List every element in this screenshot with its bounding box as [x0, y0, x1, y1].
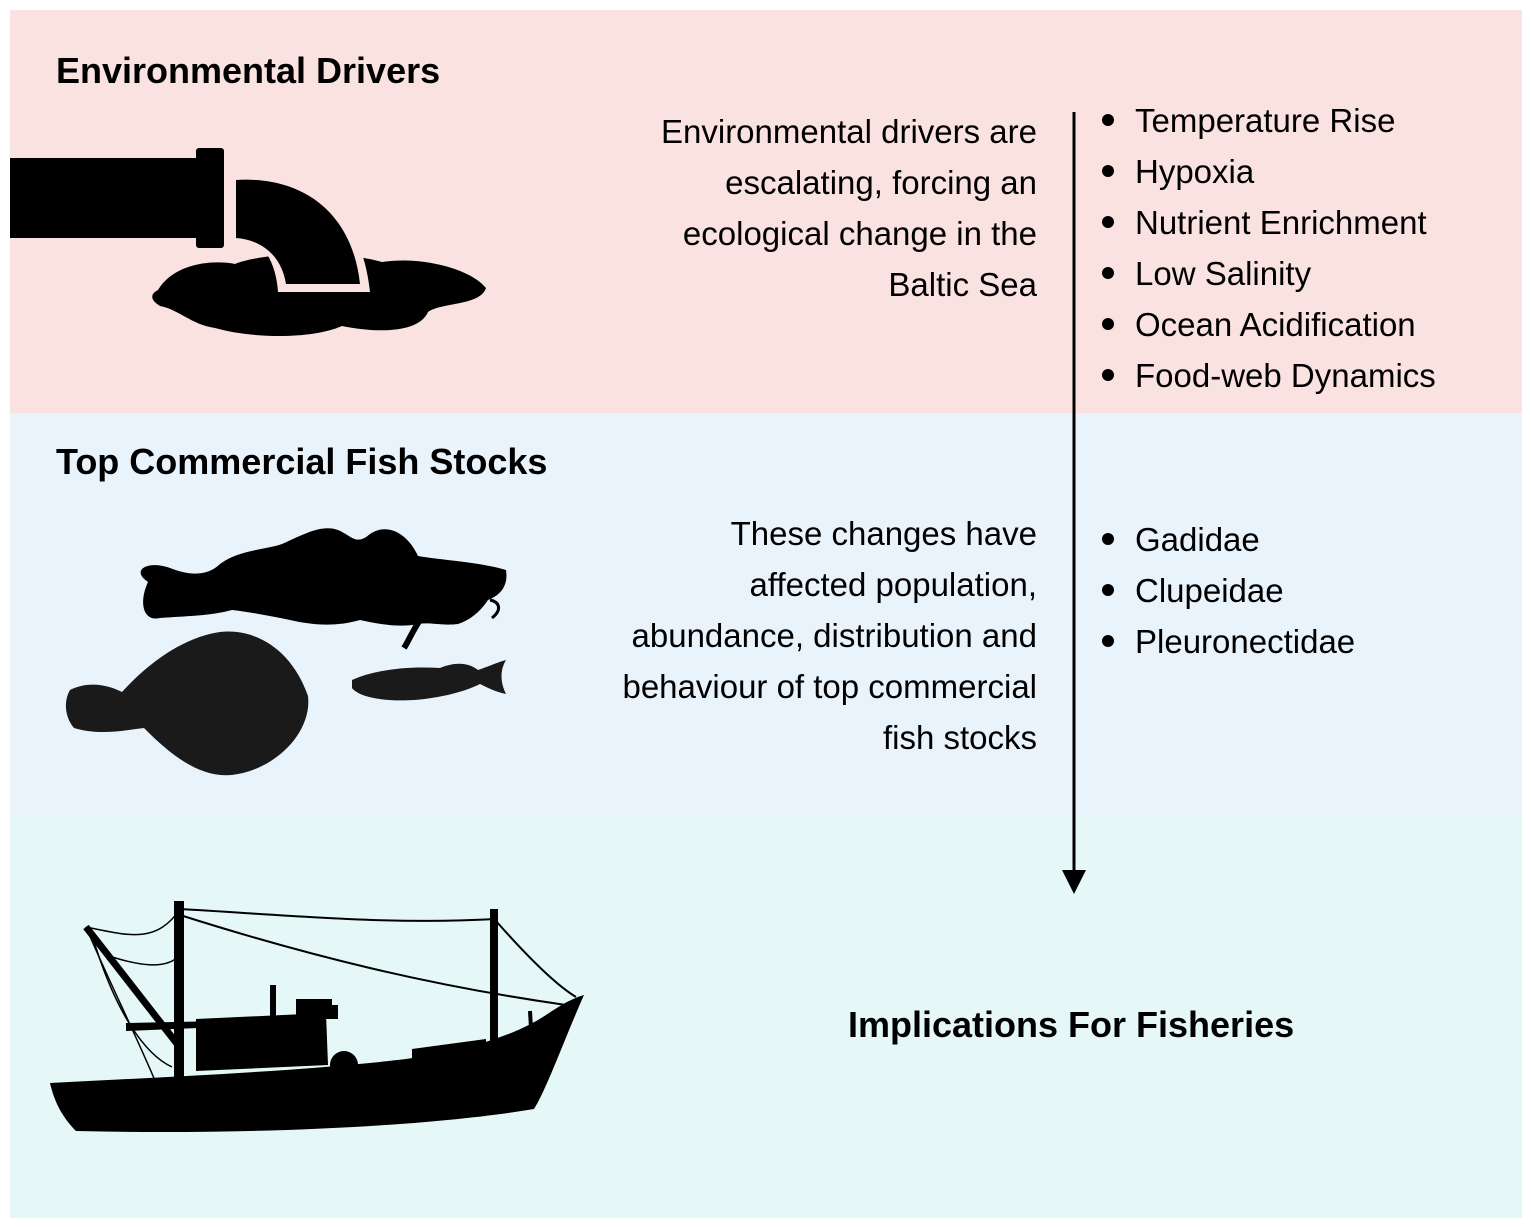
- fish-stocks-description: These changes have affected population, …: [622, 515, 1037, 756]
- herring-icon: [352, 660, 506, 701]
- fishing-trawler-icon: [50, 901, 584, 1133]
- list-item: Food-web Dynamics: [1102, 350, 1436, 401]
- list-item: Ocean Acidification: [1102, 299, 1436, 350]
- fish-group-icon: [65, 528, 507, 776]
- environmental-drivers-description: Environmental drivers are escalating, fo…: [661, 113, 1037, 303]
- list-item: Temperature Rise: [1102, 95, 1436, 146]
- list-item: Nutrient Enrichment: [1102, 197, 1436, 248]
- list-item: Gadidae: [1102, 514, 1355, 565]
- list-item: Hypoxia: [1102, 146, 1436, 197]
- list-item: Pleuronectidae: [1102, 616, 1355, 667]
- list-item: Low Salinity: [1102, 248, 1436, 299]
- flounder-icon: [65, 631, 309, 776]
- fish-stocks-heading: Top Commercial Fish Stocks: [56, 441, 548, 482]
- cod-icon: [140, 528, 507, 626]
- flow-arrow: [1062, 112, 1086, 894]
- fish-stocks-list: Gadidae Clupeidae Pleuronectidae: [1102, 514, 1355, 667]
- list-item: Clupeidae: [1102, 565, 1355, 616]
- environmental-drivers-heading: Environmental Drivers: [56, 50, 441, 91]
- implications-for-fisheries-label: Implications For Fisheries: [848, 1004, 1295, 1045]
- pipe-outflow-icon: [10, 148, 486, 336]
- environmental-drivers-list: Temperature Rise Hypoxia Nutrient Enrich…: [1102, 95, 1436, 401]
